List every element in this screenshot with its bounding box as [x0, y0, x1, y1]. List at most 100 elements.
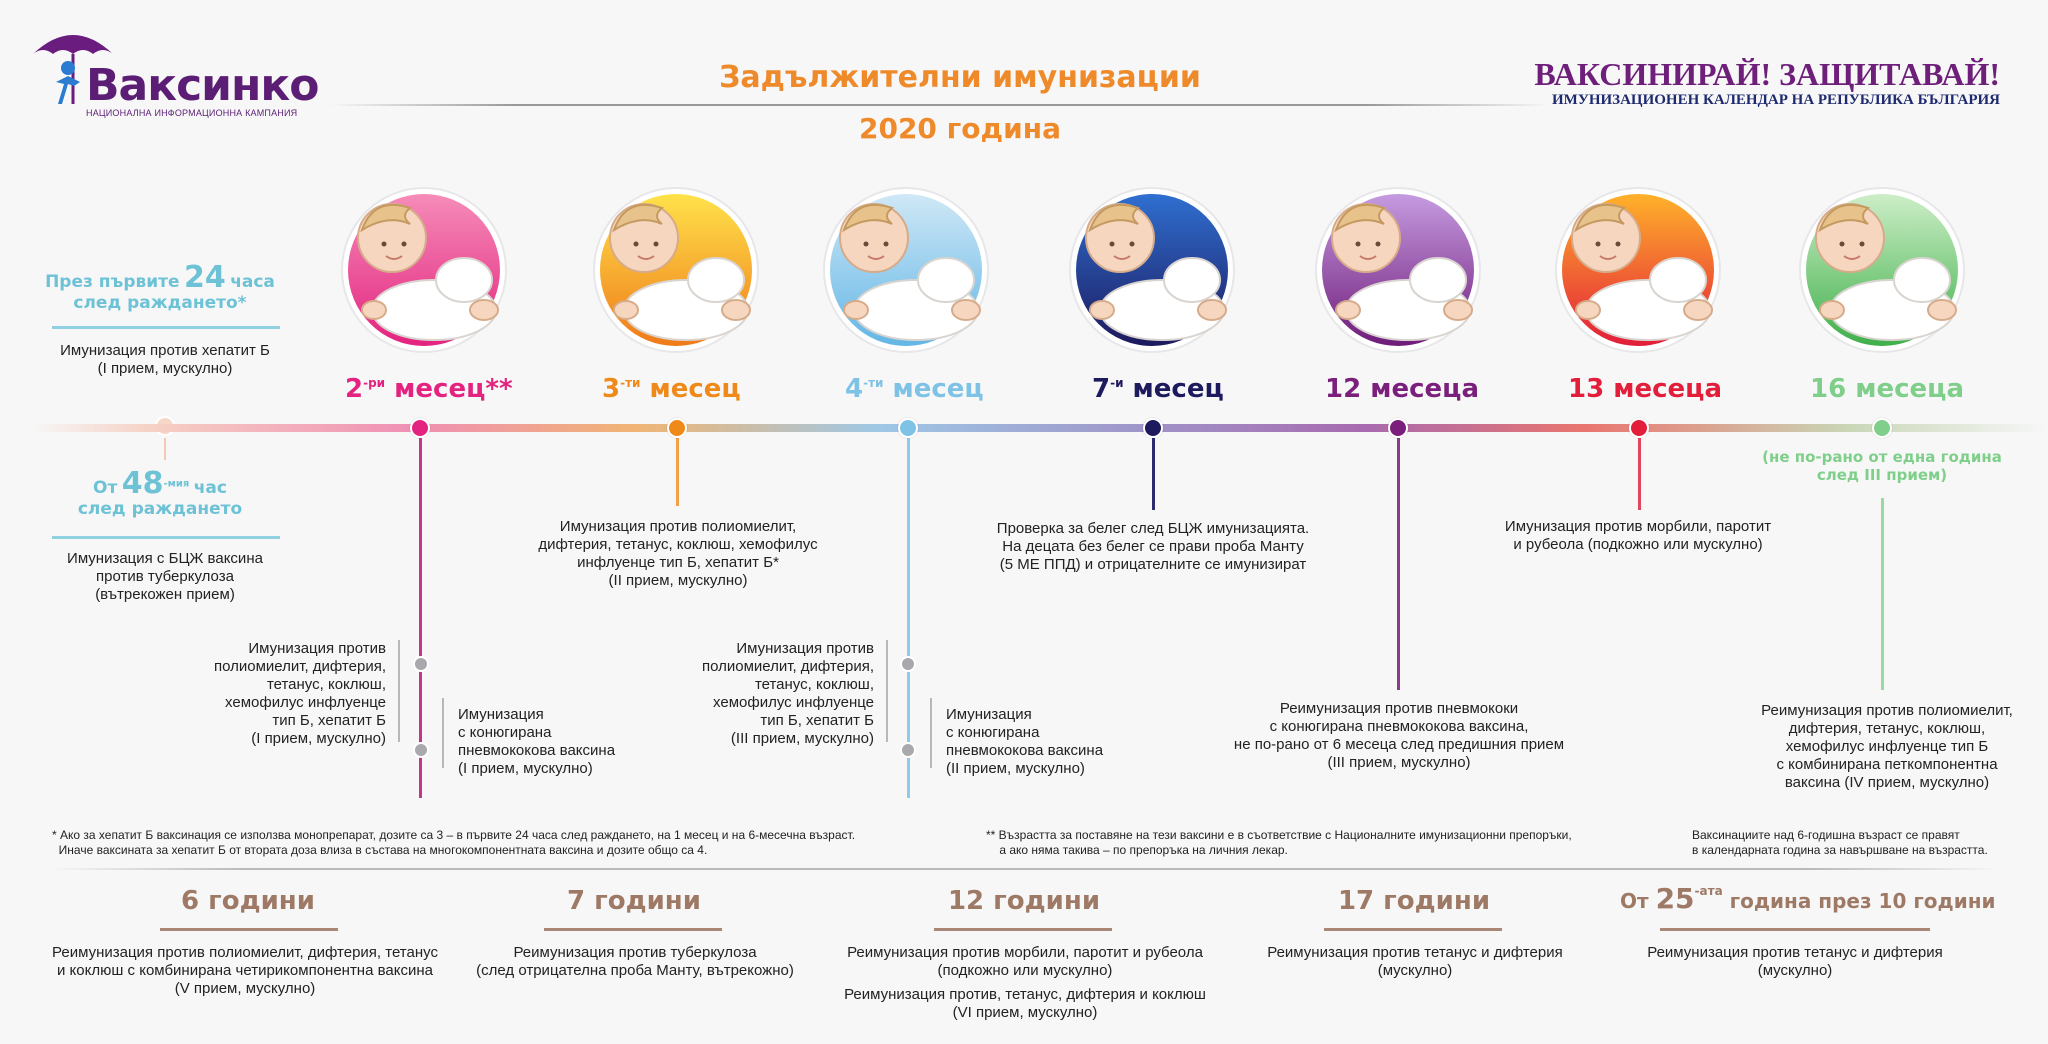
logo-text: Ваксинко: [86, 60, 319, 111]
age-12-title: 12 години: [947, 886, 1101, 916]
text-line: (III прием, мускулно): [730, 730, 874, 747]
age-17-title: 17 години: [1337, 886, 1491, 916]
month-13-dot: [1629, 418, 1649, 438]
text-line: и рубеола (подкожно или мускулно): [1513, 536, 1763, 553]
first-24-hours-rule: [52, 326, 280, 329]
text-line: (I прием, мускулно): [251, 730, 386, 747]
baby-month-7-icon: [1069, 187, 1235, 353]
text-line: не по-рано от 6 месеца след предишния пр…: [1233, 736, 1565, 753]
text-line: ** Възрастта за поставяне на тези ваксин…: [986, 828, 1572, 842]
text-line: пневмококова ваксина: [458, 742, 616, 759]
footnote-age-note: Ваксинациите над 6-годишна възраст се пр…: [1692, 828, 2012, 858]
text-line: и коклюш с комбинирана четирикомпонентна…: [57, 962, 433, 979]
month-13-label: 13 месеца: [1568, 374, 1722, 404]
text-line: а ако няма такива – по препоръка на личн…: [986, 843, 1288, 857]
baby-month-12-icon: [1315, 187, 1481, 353]
age-7-rule: [544, 928, 722, 931]
text-line: (подкожно или мускулно): [937, 962, 1113, 979]
month-2-bracket: [398, 640, 400, 742]
umbrella-logo-icon: [33, 35, 113, 104]
page-subtitle: 2020 година: [858, 112, 1061, 145]
text-line: Имунизация против морбили, паротит: [1504, 518, 1772, 535]
text-line: с конюгирана пневмококова ваксина,: [1269, 718, 1529, 735]
text-line: хемофилус инфлуенце: [225, 694, 386, 711]
text-line: (след отрицателна проба Манту, вътрекожн…: [476, 962, 794, 979]
month-16-line: [1881, 498, 1884, 690]
header-rule: [330, 104, 1550, 106]
text-line: (II прием, мускулно): [608, 572, 748, 589]
text-line: Реимунизация против пневмококи: [1279, 700, 1519, 717]
age-17-text: Реимунизация против тетанус и дифтерия(м…: [1240, 944, 1590, 980]
month-2-dose-dot-a: [413, 656, 429, 672]
age-7-title: 7 години: [567, 886, 701, 916]
month-2-dot: [410, 418, 430, 438]
baby-month-4-icon: [823, 187, 989, 353]
text-line: (II прием, мускулно): [946, 760, 1085, 777]
text-line: с конюгирана: [946, 724, 1040, 741]
baby-month-3-icon: [593, 187, 759, 353]
text-line: тип Б, хепатит Б: [272, 712, 386, 729]
text-line: Реимунизация против тетанус и дифтерия: [1647, 944, 1943, 961]
text-line: полиомиелит, дифтерия,: [213, 658, 386, 675]
age-12-text-2: Реимунизация против, тетанус, дифтерия и…: [830, 986, 1220, 1022]
month-16-text: Реимунизация против полиомиелит,дифтерия…: [1742, 702, 2032, 792]
age-6-rule: [160, 928, 338, 931]
month-4-bracket: [886, 640, 888, 742]
text-line: тетанус, коклюш,: [266, 676, 386, 693]
text-line: Имунизация против: [248, 640, 386, 657]
month-3-text: Имунизация против полиомиелит,дифтерия, …: [520, 518, 836, 590]
month-7-text: Проверка за белег след БЦЖ имунизацията.…: [970, 520, 1336, 574]
text-line: (I прием, мускулно): [458, 760, 593, 777]
text-line: На децата без белег се прави проба Манту: [1002, 538, 1304, 555]
slogan: ВАКСИНИРАЙ! ЗАЩИТАВАЙ!: [1534, 56, 2000, 92]
month-3-line: [676, 438, 679, 506]
text-line: инфлуенце тип Б, хепатит Б*: [577, 554, 779, 571]
text-line: (V прием, мускулно): [174, 980, 316, 997]
text-line: ваксина (IV прием, мускулно): [1784, 774, 1990, 791]
month-13-line: [1638, 438, 1641, 510]
age-12-rule: [934, 928, 1112, 931]
month-2-line: [419, 438, 422, 798]
month-16-dot: [1872, 418, 1892, 438]
text-line: Реимунизация против полиомиелит, дифтери…: [52, 944, 438, 961]
age-12-text: Реимунизация против морбили, паротит и р…: [830, 944, 1220, 980]
month-7-label: 7-и месец: [1092, 374, 1224, 404]
text-line: дифтерия, тетанус, коклюш,: [1788, 720, 1986, 737]
footnote-recommendations: ** Възрастта за поставяне на тези ваксин…: [986, 828, 1626, 858]
text-line: Реимунизация против морбили, паротит и р…: [847, 944, 1203, 961]
text-line: с комбинирана петкомпонентна: [1776, 756, 1998, 773]
baby-month-13-icon: [1555, 187, 1721, 353]
text-line: (мускулно): [1377, 962, 1453, 979]
age-6-text: Реимунизация против полиомиелит, дифтери…: [40, 944, 450, 998]
bcg-vaccine-text: Имунизация с БЦЖ ваксина против туберкул…: [67, 550, 263, 603]
text-line: (III прием, мускулно): [1327, 754, 1471, 771]
text-line: хемофилус инфлуенце тип Б: [1785, 738, 1989, 755]
month-12-label: 12 месеца: [1325, 374, 1479, 404]
month-7-dot: [1143, 418, 1163, 438]
text-line: (не по-рано от една година: [1762, 448, 2002, 466]
logo-subtitle: НАЦИОНАЛНА ИНФОРМАЦИОННА КАМПАНИЯ: [86, 108, 298, 118]
month-3-dot: [667, 418, 687, 438]
baby-month-16-icon: [1799, 187, 1965, 353]
age-25-title: От 25-ата година през 10 години: [1620, 882, 1996, 915]
logo: Ваксинко НАЦИОНАЛНА ИНФОРМАЦИОННА КАМПАН…: [28, 24, 319, 118]
text-line: Иначе ваксината за хепатит Б от втората …: [52, 843, 708, 857]
footnote-hepatitis-b: * Ако за хепатит Б ваксинация се използв…: [52, 828, 952, 858]
age-17-rule: [1324, 928, 1502, 931]
month-2-label: 2-ри месец**: [345, 374, 513, 404]
age-25-rule: [1660, 928, 1930, 931]
text-line: в календарната година за навършване на в…: [1692, 843, 1988, 857]
text-line: хемофилус инфлуенце: [713, 694, 874, 711]
age-25-text: Реимунизация против тетанус и дифтерия(м…: [1620, 944, 1970, 980]
slogan-subtitle: ИМУНИЗАЦИОНЕН КАЛЕНДАР НА РЕПУБЛИКА БЪЛГ…: [1552, 92, 2000, 108]
text-line: (VI прием, мускулно): [952, 1004, 1098, 1021]
text-line: Реимунизация против тетанус и дифтерия: [1267, 944, 1563, 961]
baby-month-2-icon: [341, 187, 507, 353]
hepatitis-b-first-dose-text: Имунизация против хепатит Б (I прием, му…: [60, 342, 270, 377]
text-line: тип Б, хепатит Б: [760, 712, 874, 729]
